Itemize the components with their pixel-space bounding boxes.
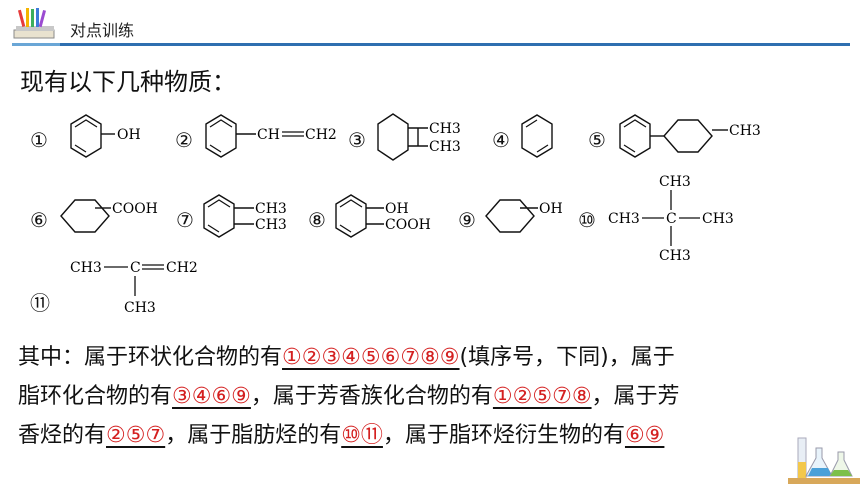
pencils-books-icon bbox=[13, 8, 55, 39]
svg-text:CH3: CH3 bbox=[70, 260, 102, 276]
svg-text:CH3: CH3 bbox=[255, 201, 287, 217]
svg-text:CH3: CH3 bbox=[429, 121, 461, 137]
compound-4-cyclohexadiene bbox=[521, 114, 553, 158]
compound-number: ③ bbox=[348, 128, 366, 152]
compound-6: COOH bbox=[60, 199, 158, 233]
compound-3: CH3 CH3 bbox=[377, 113, 461, 161]
compound-7-xylene: CH3 CH3 bbox=[203, 194, 287, 238]
svg-text:OH: OH bbox=[539, 201, 563, 217]
svg-text:COOH: COOH bbox=[112, 201, 158, 217]
compound-8-salicylic-acid: OH COOH bbox=[335, 194, 431, 238]
svg-text:C: C bbox=[130, 260, 141, 276]
svg-text:OH: OH bbox=[385, 201, 409, 217]
answer-alicyclic: ③④⑥⑨ bbox=[172, 384, 251, 409]
compound-9-cyclohexanol: OH bbox=[485, 199, 563, 233]
compound-number: ② bbox=[175, 128, 193, 152]
answer-aliphatic-hydrocarbon: ⑩⑪ bbox=[341, 423, 383, 448]
svg-text:CH3: CH3 bbox=[729, 123, 761, 139]
svg-text:CH3: CH3 bbox=[429, 139, 461, 155]
section-title: 对点训练 bbox=[70, 21, 135, 40]
compound-number: ⑨ bbox=[458, 208, 476, 232]
compound-number: ① bbox=[30, 128, 48, 152]
compound-number: ④ bbox=[492, 128, 510, 152]
svg-text:CH3: CH3 bbox=[702, 211, 734, 227]
compound-10-neopentane: CH3 CH3 C CH3 CH3 bbox=[608, 174, 734, 264]
answer-aromatic-hydrocarbon: ②⑤⑦ bbox=[106, 423, 166, 448]
compound-number: ⑥ bbox=[30, 208, 48, 232]
svg-text:CH3: CH3 bbox=[255, 217, 287, 233]
header-divider-left bbox=[12, 43, 60, 46]
svg-text:CH: CH bbox=[257, 127, 280, 143]
compound-11-isobutene: CH3 C CH2 CH3 bbox=[70, 260, 198, 316]
svg-text:CH3: CH3 bbox=[659, 174, 691, 190]
svg-text:COOH: COOH bbox=[385, 217, 431, 233]
answer-alicyclic-derivative: ⑥⑨ bbox=[624, 423, 665, 448]
header-bar: 对点训练 bbox=[0, 0, 860, 50]
svg-text:CH3: CH3 bbox=[124, 300, 156, 316]
compound-number: ⑤ bbox=[588, 128, 606, 152]
svg-text:CH2: CH2 bbox=[166, 260, 198, 276]
compound-number: ⑦ bbox=[176, 208, 194, 232]
oh-label: OH bbox=[117, 127, 141, 143]
svg-text:CH3: CH3 bbox=[659, 248, 691, 264]
compound-5: CH3 bbox=[619, 114, 761, 158]
compound-number: ⑪ bbox=[30, 291, 50, 315]
answers-paragraph: 其中：属于环状化合物的有①②③④⑤⑥⑦⑧⑨(填序号，下同)，属于 脂环化合物的有… bbox=[18, 345, 680, 448]
compound-number: ⑩ bbox=[578, 208, 596, 232]
intro-text: 现有以下几种物质： bbox=[20, 68, 236, 96]
compound-2-styrene: CH CH2 bbox=[205, 114, 337, 158]
header-divider bbox=[60, 43, 850, 46]
flask-icon bbox=[788, 437, 860, 484]
svg-text:CH3: CH3 bbox=[608, 211, 640, 227]
compound-number: ⑧ bbox=[308, 208, 326, 232]
answer-cyclic: ①②③④⑤⑥⑦⑧⑨ bbox=[282, 345, 460, 370]
compound-1-phenol: OH bbox=[70, 114, 141, 158]
svg-text:CH2: CH2 bbox=[305, 127, 337, 143]
answer-aromatic: ①②⑤⑦⑧ bbox=[492, 384, 592, 409]
svg-text:C: C bbox=[666, 211, 677, 227]
